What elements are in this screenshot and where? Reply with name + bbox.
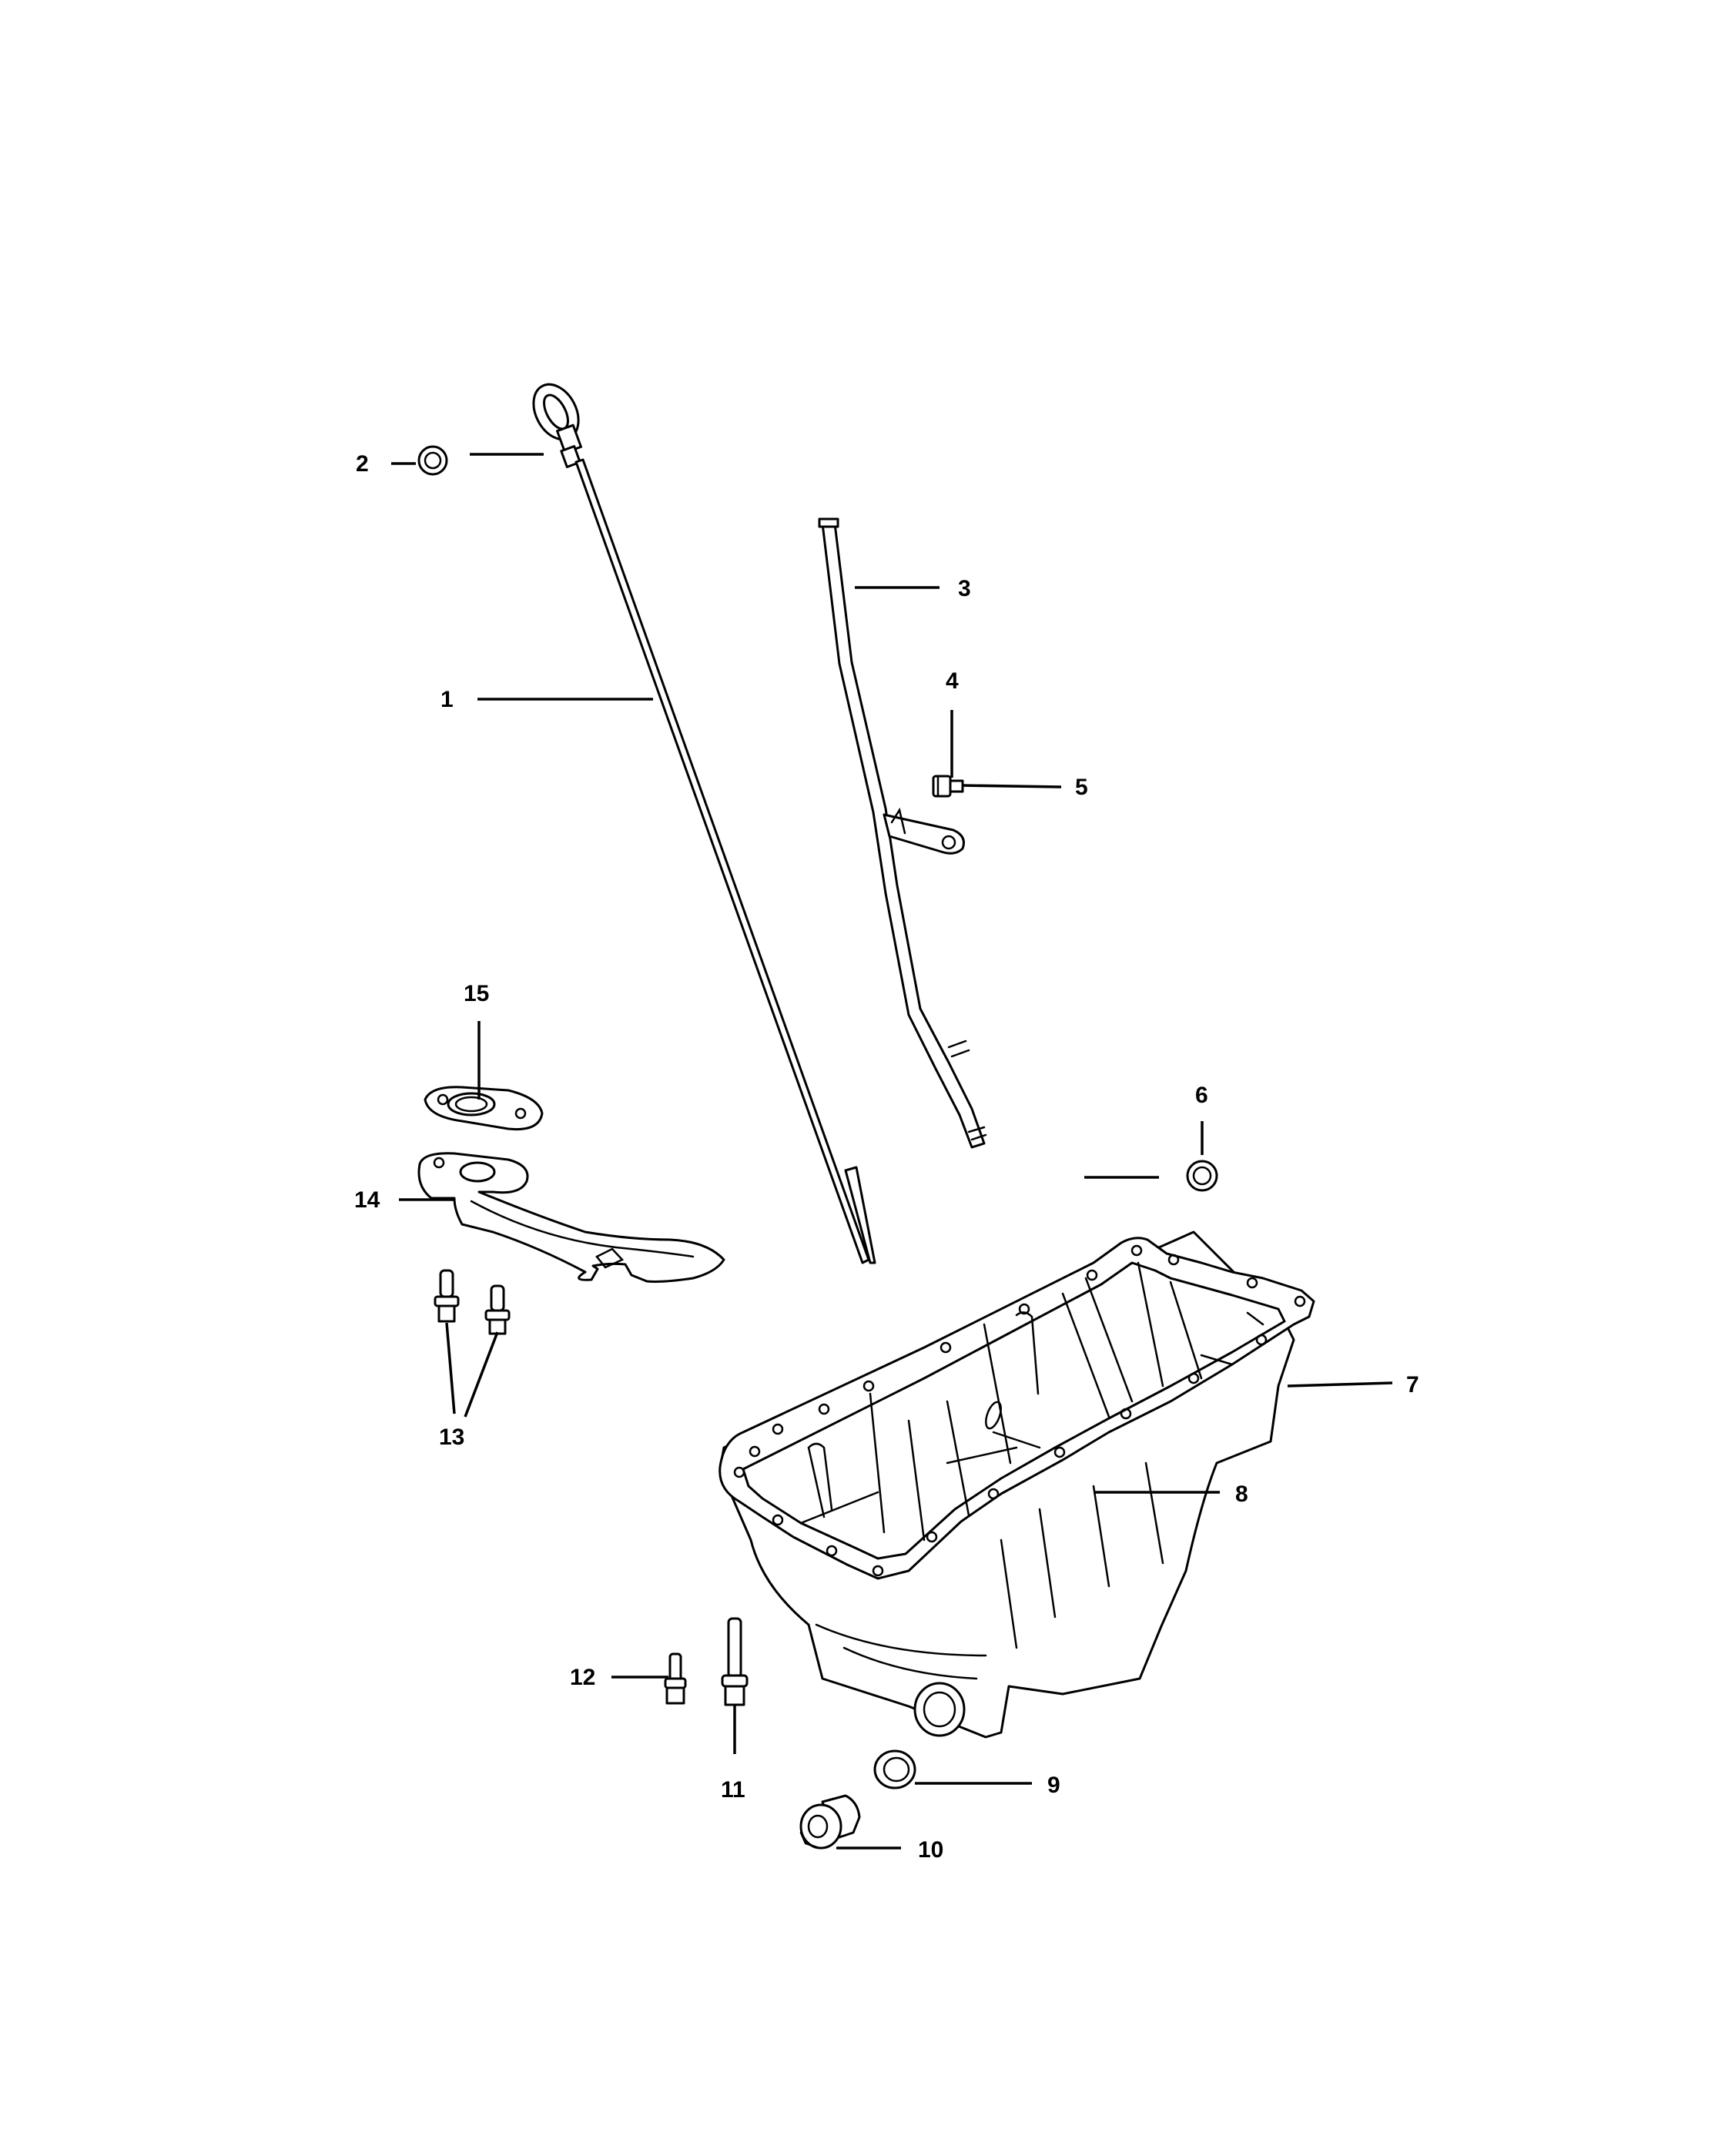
dipstick-part: [532, 383, 876, 1264]
callout-9: 9: [1047, 1773, 1060, 1798]
callout-4: 4: [946, 668, 959, 694]
callout-2: 2: [356, 451, 369, 477]
callout-14: 14: [354, 1187, 380, 1213]
tube-bolt-part: [932, 775, 964, 798]
callout-1: 1: [440, 687, 454, 712]
leader-13a: [445, 1322, 456, 1414]
pickup-gasket-part: [424, 1086, 544, 1131]
leader-13b: [464, 1331, 499, 1418]
callout-13: 13: [439, 1424, 464, 1450]
leader-5: [962, 784, 1062, 788]
dipstick-tube-part: [818, 517, 987, 1149]
callout-7: 7: [1406, 1372, 1419, 1398]
callout-5: 5: [1075, 775, 1088, 800]
pickup-bolts-part: [434, 1269, 511, 1335]
callout-labels: 1 2 3 4 5 6 7 8 9 10 11 12 13 14 15: [354, 451, 1419, 1863]
oil-pan-part: [718, 1230, 1315, 1739]
leader-7: [1287, 1381, 1393, 1388]
oil-pickup-tube-part: [417, 1152, 725, 1283]
drain-plug-part: [799, 1794, 861, 1850]
leader-lines: [391, 453, 1393, 1850]
pan-short-bolt-part: [664, 1652, 687, 1705]
tube-o-ring-part: [1186, 1160, 1218, 1192]
callout-12: 12: [570, 1665, 595, 1690]
callout-6: 6: [1195, 1083, 1208, 1108]
callout-3: 3: [958, 576, 971, 601]
callout-10: 10: [918, 1837, 943, 1863]
dipstick-o-ring-part: [417, 445, 448, 476]
pan-long-bolt-part: [721, 1617, 749, 1706]
callout-11: 11: [721, 1777, 745, 1803]
drain-plug-gasket-part: [873, 1749, 916, 1789]
callout-15: 15: [464, 981, 489, 1006]
callout-8: 8: [1235, 1481, 1248, 1507]
